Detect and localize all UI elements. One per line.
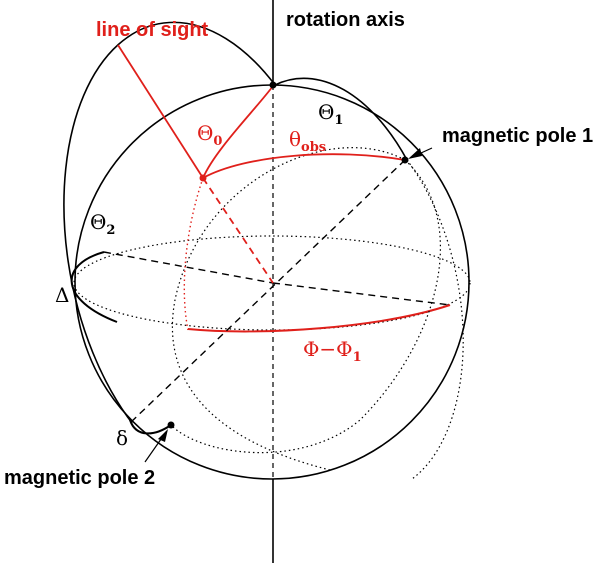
phi-arc: [187, 304, 451, 333]
magnetic-axis: [129, 159, 406, 424]
line-of-sight-dashed: [202, 177, 274, 284]
theta0-label: Θ0: [197, 121, 222, 149]
arrow-pole2-head: [158, 429, 168, 442]
equator-radius-left: [103, 251, 274, 284]
magnetic-pole-2-dot: [167, 421, 175, 429]
theta-obs-arc: [202, 153, 406, 179]
magnetic-pole-1-dot: [401, 156, 409, 164]
delta-upper-label: Δ: [55, 283, 69, 307]
meridian-front: [63, 21, 276, 424]
line-of-sight-label: line of sight: [96, 19, 209, 41]
theta-obs-label: θobs: [289, 127, 326, 155]
magnetic-great-circle: [171, 147, 406, 471]
line-of-sight-line: [117, 44, 204, 179]
delta-arc: [70, 251, 118, 323]
los-point-dot: [199, 174, 207, 182]
arrow-pole1-head: [408, 148, 422, 159]
magnetic-circle-back: [170, 159, 442, 454]
equator: [73, 235, 471, 331]
magnetic-pole-2-label: magnetic pole 2: [4, 467, 155, 489]
phi-diff-label: Φ−Φ1: [303, 337, 362, 365]
meridian-back: [274, 77, 408, 161]
theta0-arc: [202, 85, 274, 179]
delta-small-arc: [129, 419, 172, 435]
theta2-label: Θ2: [90, 210, 115, 238]
meridian-back-dotted: [406, 159, 464, 480]
north-pole-dot: [269, 81, 277, 89]
theta1-label: Θ1: [318, 100, 343, 128]
delta-lower-label: δ: [116, 426, 128, 450]
magnetic-pole-1-label: magnetic pole 1: [442, 125, 593, 147]
los-meridian-dotted: [183, 177, 204, 331]
rotation-axis-label: rotation axis: [286, 9, 405, 31]
equator-radius-right: [272, 282, 451, 306]
